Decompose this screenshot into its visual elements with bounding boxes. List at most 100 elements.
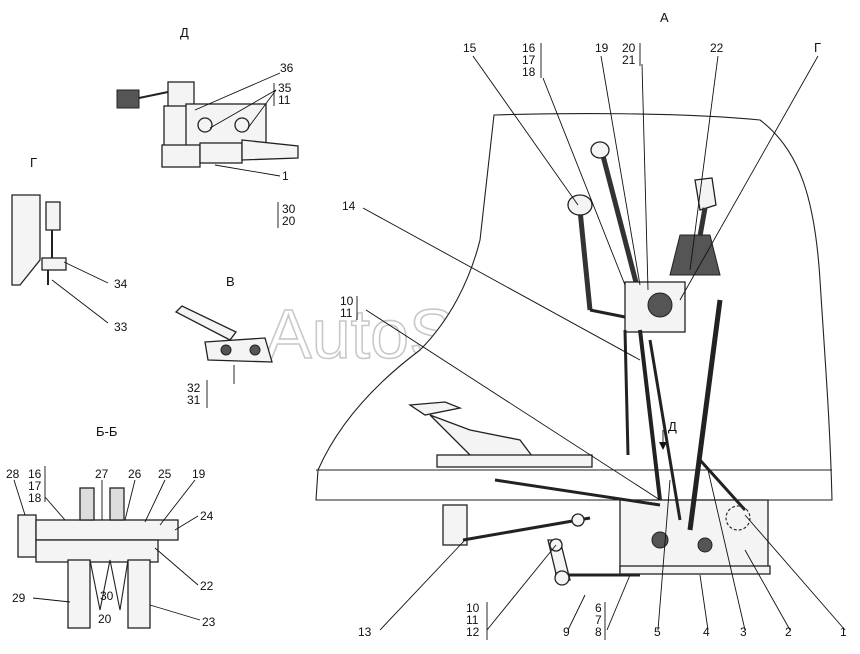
d-fork xyxy=(199,142,243,164)
leader-b23 xyxy=(149,604,201,621)
view-arrow-d: Д xyxy=(668,419,677,434)
v-pivot-2 xyxy=(249,344,261,356)
leader-G xyxy=(679,55,819,301)
leader-20 xyxy=(641,63,649,291)
leader-b29 xyxy=(32,597,71,603)
leader-d36 xyxy=(194,72,281,111)
label-4: 4 xyxy=(703,625,710,639)
lower-joint xyxy=(651,531,669,549)
v-handle xyxy=(174,305,237,341)
label-16: 16 xyxy=(522,41,536,55)
label-g33: 33 xyxy=(114,320,128,334)
leader-22 xyxy=(689,55,719,271)
joint-12 xyxy=(571,513,585,527)
view-title-g: Г xyxy=(30,155,37,170)
label-b24: 24 xyxy=(200,509,214,523)
bb-flange xyxy=(17,514,37,558)
rod-13 xyxy=(462,516,591,542)
leader-16 xyxy=(542,77,626,286)
g-housing xyxy=(11,194,41,286)
label-14: 14 xyxy=(342,199,356,213)
label-b20: 20 xyxy=(98,612,112,626)
leader-b16 xyxy=(44,496,66,521)
bb-column-27 xyxy=(79,487,95,521)
bracket-left xyxy=(442,504,468,546)
view-title-bb: Б-Б xyxy=(96,424,117,439)
d-lower-body xyxy=(161,144,201,168)
v-bracket xyxy=(204,337,273,363)
label-b16: 16 xyxy=(28,467,42,481)
label-b19: 19 xyxy=(192,467,206,481)
vertical-rod-c xyxy=(687,299,723,531)
label-20: 20 xyxy=(622,41,636,55)
label-d20: 20 xyxy=(282,214,296,228)
leader-10 xyxy=(365,309,661,501)
leader-1 xyxy=(744,514,846,631)
label-22: 22 xyxy=(710,41,724,55)
vertical-rod-b xyxy=(648,339,682,521)
d-bolt-1 xyxy=(197,117,213,133)
leader-b19 xyxy=(159,479,196,526)
label-3: 3 xyxy=(740,625,747,639)
label-6: 6 xyxy=(595,601,602,615)
v-pivot xyxy=(220,344,232,356)
g-block xyxy=(45,201,61,231)
leader-c12 xyxy=(486,544,557,631)
vertical-rod-a xyxy=(638,329,662,501)
leader-6 xyxy=(606,574,631,631)
label-9: 9 xyxy=(563,625,570,639)
label-b22: 22 xyxy=(200,579,214,593)
pedal-base xyxy=(436,454,593,468)
bb-lower-shaft xyxy=(35,539,159,563)
leader-4 xyxy=(699,574,709,631)
label-b17: 17 xyxy=(28,479,42,493)
leader-b26 xyxy=(124,479,136,521)
leader-15 xyxy=(472,55,579,206)
d-rod xyxy=(241,139,299,161)
label-7: 7 xyxy=(595,613,602,627)
pedal-plate xyxy=(408,401,463,416)
label-b30: 30 xyxy=(100,589,114,603)
leader-g33 xyxy=(51,279,109,324)
gear-shaft xyxy=(697,207,708,237)
pedal-arm xyxy=(429,414,537,461)
label-d11: 11 xyxy=(278,93,291,107)
rod-to-frame xyxy=(623,329,630,456)
leader-14 xyxy=(362,207,641,361)
label-8: 8 xyxy=(595,625,602,639)
label-17: 17 xyxy=(522,53,536,67)
label-b26: 26 xyxy=(128,467,142,481)
arrow-D-head xyxy=(659,442,667,450)
view-title-a: А xyxy=(660,10,669,25)
leader-2 xyxy=(744,549,791,631)
label-21: 21 xyxy=(622,53,636,67)
view-arrow-g: Г xyxy=(814,40,821,55)
label-d36: 36 xyxy=(280,61,294,75)
label-19: 19 xyxy=(595,41,609,55)
label-13: 13 xyxy=(358,625,372,639)
leader-19 xyxy=(600,55,641,286)
rod-upper xyxy=(494,478,661,507)
d-bolt-2 xyxy=(234,117,250,133)
label-b28: 28 xyxy=(6,467,20,481)
label-m10: 10 xyxy=(340,294,354,308)
view-title-v: В xyxy=(226,274,235,289)
leader-d1 xyxy=(214,164,281,177)
label-b18: 18 xyxy=(28,491,42,505)
label-g34: 34 xyxy=(114,277,128,291)
label-v31: 31 xyxy=(187,393,201,407)
joint-low xyxy=(554,570,570,586)
leader-d35b xyxy=(247,89,277,129)
label-v32: 32 xyxy=(187,381,201,395)
lever-15 xyxy=(577,209,593,311)
bb-leg-23 xyxy=(127,559,151,629)
dashed-circle xyxy=(725,505,751,531)
label-18: 18 xyxy=(522,65,536,79)
knob-15 xyxy=(567,194,593,216)
label-d30: 30 xyxy=(282,202,296,216)
leader-g34 xyxy=(63,261,109,284)
view-title-d: Д xyxy=(180,25,189,40)
leader-5 xyxy=(657,479,671,631)
bb-shaft xyxy=(35,519,179,541)
